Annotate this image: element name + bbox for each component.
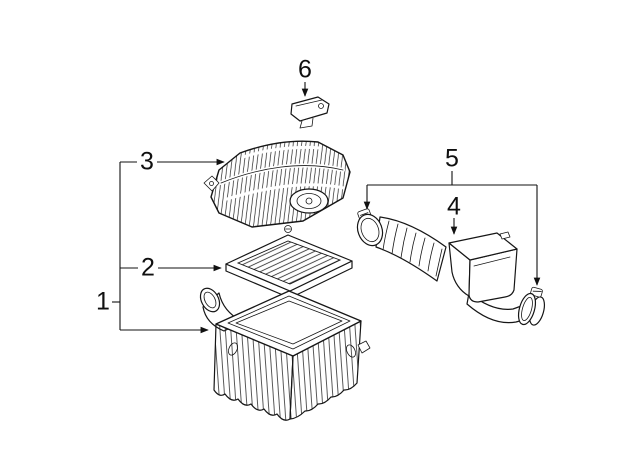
case-clip-left bbox=[228, 342, 238, 356]
part-air-cleaner-case bbox=[199, 287, 371, 421]
callout-part-6: 6 bbox=[298, 55, 312, 84]
part-maf-sensor bbox=[290, 96, 330, 129]
part-intake-hose bbox=[375, 216, 546, 326]
callout-part-2: 2 bbox=[141, 253, 155, 282]
cover-mount-tab bbox=[203, 175, 220, 192]
part-filter-element bbox=[225, 234, 353, 299]
part-air-cleaner-cover bbox=[203, 140, 351, 233]
callout-leader-lines bbox=[112, 82, 541, 334]
callout-part-1: 1 bbox=[96, 287, 110, 316]
callout-part-4: 4 bbox=[447, 192, 461, 221]
hose-resonator bbox=[448, 231, 518, 303]
part-hose-clamp-front bbox=[356, 208, 384, 247]
part-hose-clamp-rear bbox=[517, 286, 543, 326]
callout-part-3: 3 bbox=[140, 147, 154, 176]
case-latch bbox=[357, 340, 371, 354]
callout-part-5: 5 bbox=[445, 144, 459, 173]
case-clip-right bbox=[346, 344, 356, 358]
